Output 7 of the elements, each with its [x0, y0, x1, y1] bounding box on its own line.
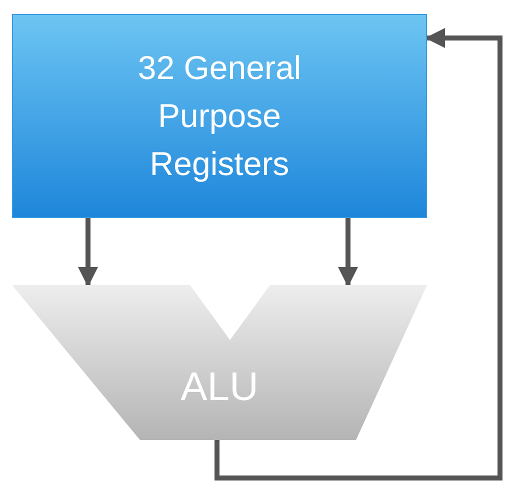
arrow	[338, 218, 358, 287]
arrow	[78, 218, 98, 287]
alu-label: ALU	[180, 364, 258, 411]
register-block	[12, 14, 427, 218]
alu-shape	[12, 285, 427, 440]
register-label: 32 General Purpose Registers	[136, 48, 302, 184]
arrow	[214, 28, 502, 480]
